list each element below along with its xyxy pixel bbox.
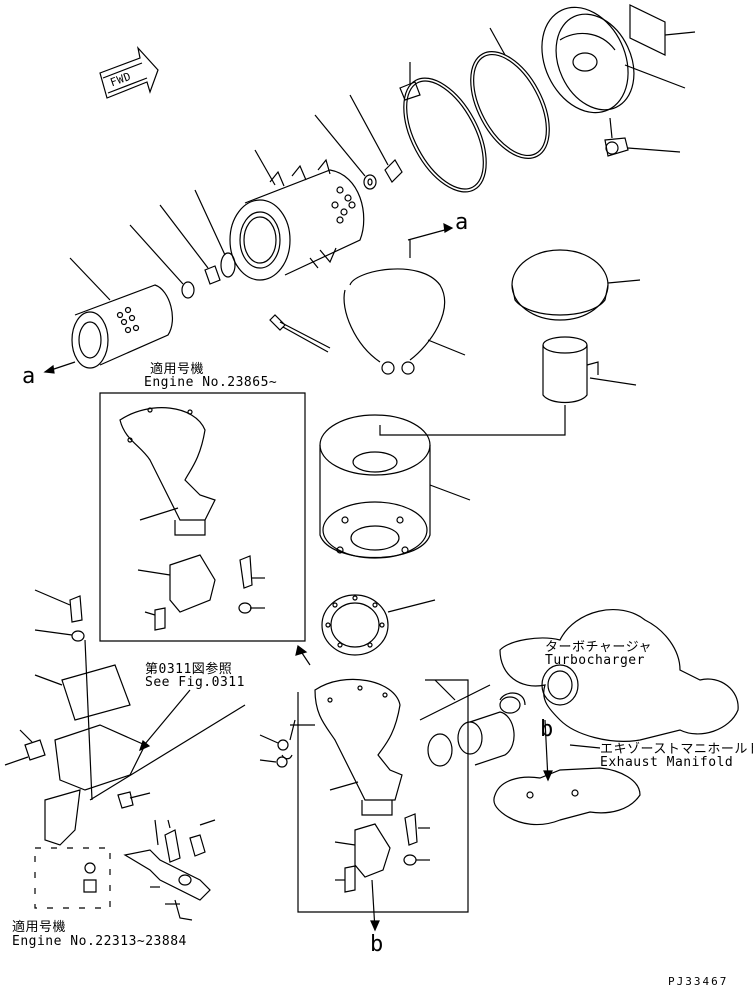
snap-ring-part bbox=[195, 190, 235, 277]
drawing-number: PJ33467 bbox=[668, 975, 729, 988]
gasket-part bbox=[322, 595, 435, 655]
nut-part bbox=[160, 205, 220, 284]
callout-a-arrow-left bbox=[45, 362, 75, 373]
applicable-box-bottom bbox=[35, 848, 180, 908]
fig-reference-jp: 第0311図参照 bbox=[145, 662, 233, 677]
callout-b-bottom: b bbox=[370, 932, 384, 957]
applicable-engine-top-en: Engine No.23865~ bbox=[144, 375, 278, 390]
dust-valve-part bbox=[605, 118, 680, 156]
washer-part bbox=[315, 115, 376, 189]
exhaust-manifold-part bbox=[494, 720, 640, 825]
air-cleaner-body-part bbox=[320, 415, 470, 558]
inner-element-part bbox=[70, 258, 172, 368]
elbow-assembly-box-top bbox=[100, 393, 305, 641]
o-ring-part bbox=[455, 28, 566, 171]
seal-washer-part bbox=[130, 225, 194, 298]
clamp-band-part bbox=[387, 62, 503, 205]
applicable-engine-bottom-en: Engine No.22313~23884 bbox=[12, 934, 187, 949]
wing-nut-part bbox=[350, 95, 402, 182]
long-bolt-part bbox=[270, 315, 330, 352]
applicable-engine-bottom-jp: 適用号機 bbox=[12, 920, 67, 935]
callout-a-left: a bbox=[22, 364, 36, 389]
elbow-assembly-box-bottom bbox=[260, 646, 468, 930]
dust-indicator-part bbox=[125, 820, 215, 920]
fwd-arrow-icon bbox=[100, 48, 158, 98]
callout-b-manifold: b bbox=[540, 717, 554, 742]
mounting-band-part bbox=[344, 224, 465, 374]
hose-and-clamps-part bbox=[420, 680, 525, 766]
turbocharger-jp: ターボチャージャ bbox=[545, 640, 652, 655]
precleaner-cap-part bbox=[512, 250, 640, 320]
exhaust-manifold-en: Exhaust Manifold bbox=[600, 755, 734, 770]
fig-reference-en: See Fig.0311 bbox=[145, 675, 245, 690]
label-plate-part bbox=[630, 5, 695, 55]
turbocharger-part bbox=[500, 610, 738, 742]
turbocharger-en: Turbocharger bbox=[545, 653, 645, 668]
fig-reference-leader bbox=[140, 690, 190, 750]
bracket-assembly-part bbox=[5, 590, 245, 845]
exhaust-manifold-jp: エキゾーストマニホールド bbox=[600, 742, 753, 757]
precleaner-tube-part bbox=[380, 337, 636, 435]
applicable-engine-top-jp: 適用号機 bbox=[150, 362, 205, 377]
outer-element-part bbox=[230, 150, 364, 280]
air-cleaner-cover-part bbox=[526, 0, 685, 127]
callout-a-top: a bbox=[455, 210, 469, 235]
